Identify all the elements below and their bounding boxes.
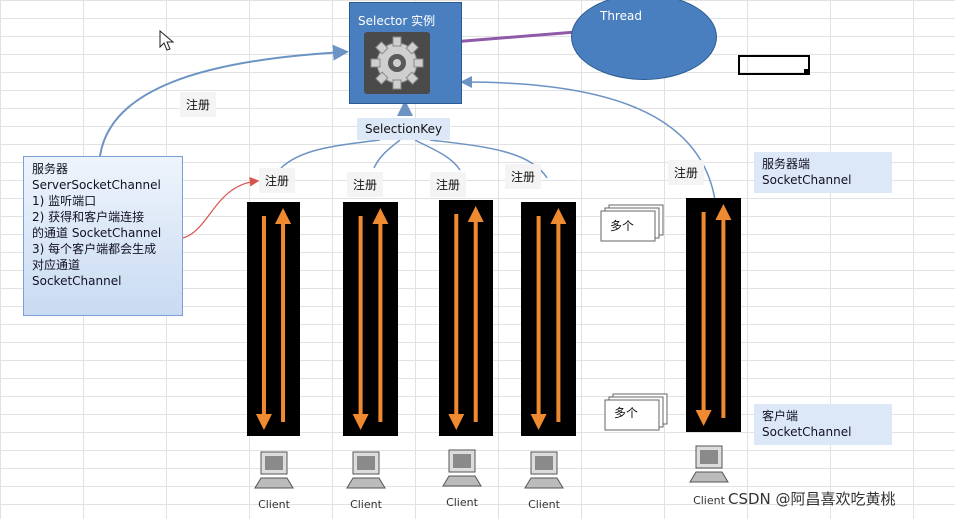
server-note-line-3: 1) 监听端口 [32,194,97,208]
channel-link-3 [414,139,461,171]
selector-box: Selector 实例 [349,2,462,104]
channel-link-5 [460,76,716,201]
red-curve [182,176,260,239]
channel-link-2 [373,139,401,169]
thread-ellipse: Thread [571,0,717,80]
client-3: Client [437,448,487,512]
selector-title: Selector 实例 [358,14,436,28]
computer-icon [689,445,729,483]
client-label-4: Client [528,498,560,511]
client-label-2: Client [350,498,382,511]
many-stack-bottom: 多个 [604,392,670,432]
register-label-1: 注册 [259,168,296,193]
client-1: Client [249,450,299,514]
selection-key-label: SelectionKey [357,118,451,140]
client-label-1: Client [258,498,290,511]
client-side-line-2: SocketChannel [762,425,852,439]
client-4: Client [519,450,569,514]
socket-channel-3 [439,200,493,436]
client-label-5: Client [693,494,725,507]
client-label-3: Client [446,496,478,509]
register-label-3: 注册 [430,172,467,197]
computer-icon [524,451,564,489]
many-label-bottom: 多个 [614,406,639,420]
server-note-line-6: 3) 每个客户端都会生成 [32,242,157,256]
register-label-2: 注册 [347,172,384,197]
server-note-line-4: 2) 获得和客户端连接 [32,210,145,224]
socket-channel-5 [686,198,741,432]
server-note-line-5: 的通道 SocketChannel [32,226,162,240]
register-curve-server [99,44,349,157]
server-note-line-7: 对应通道 [32,258,81,272]
thread-label: Thread [600,9,642,23]
many-stack-top: 多个 [600,203,666,243]
computer-icon [442,449,482,487]
computer-icon [346,451,386,489]
selected-cell[interactable] [738,55,810,75]
socket-channel-4 [521,202,576,436]
server-side-line-1: 服务器端 [762,157,811,171]
socket-channel-1 [247,202,300,436]
register-label-server: 注册 [180,92,217,117]
socket-channel-2 [343,202,398,436]
selector-thread-link [451,30,577,44]
channel-link-1 [280,139,381,169]
register-label-4: 注册 [505,164,542,189]
server-note-line-2: ServerSocketChannel [32,178,161,192]
server-note: 服务器 ServerSocketChannel 1) 监听端口 2) 获得和客户… [23,156,183,316]
client-side-label: 客户端 SocketChannel [754,404,892,445]
gear-icon [364,32,430,94]
client-side-line-1: 客户端 [762,409,799,423]
server-note-line-1: 服务器 [32,162,69,176]
server-note-line-8: SocketChannel [32,274,122,288]
cell-handle[interactable] [804,69,809,74]
server-side-line-2: SocketChannel [762,173,852,187]
server-side-label: 服务器端 SocketChannel [754,152,892,193]
many-label-top: 多个 [610,219,635,233]
register-label-5: 注册 [668,160,705,185]
cursor-icon [159,30,175,51]
watermark: CSDN @阿昌喜欢吃黄桃 [728,490,896,508]
client-2: Client [341,450,391,514]
computer-icon [254,451,294,489]
client-5: Client [684,444,734,508]
